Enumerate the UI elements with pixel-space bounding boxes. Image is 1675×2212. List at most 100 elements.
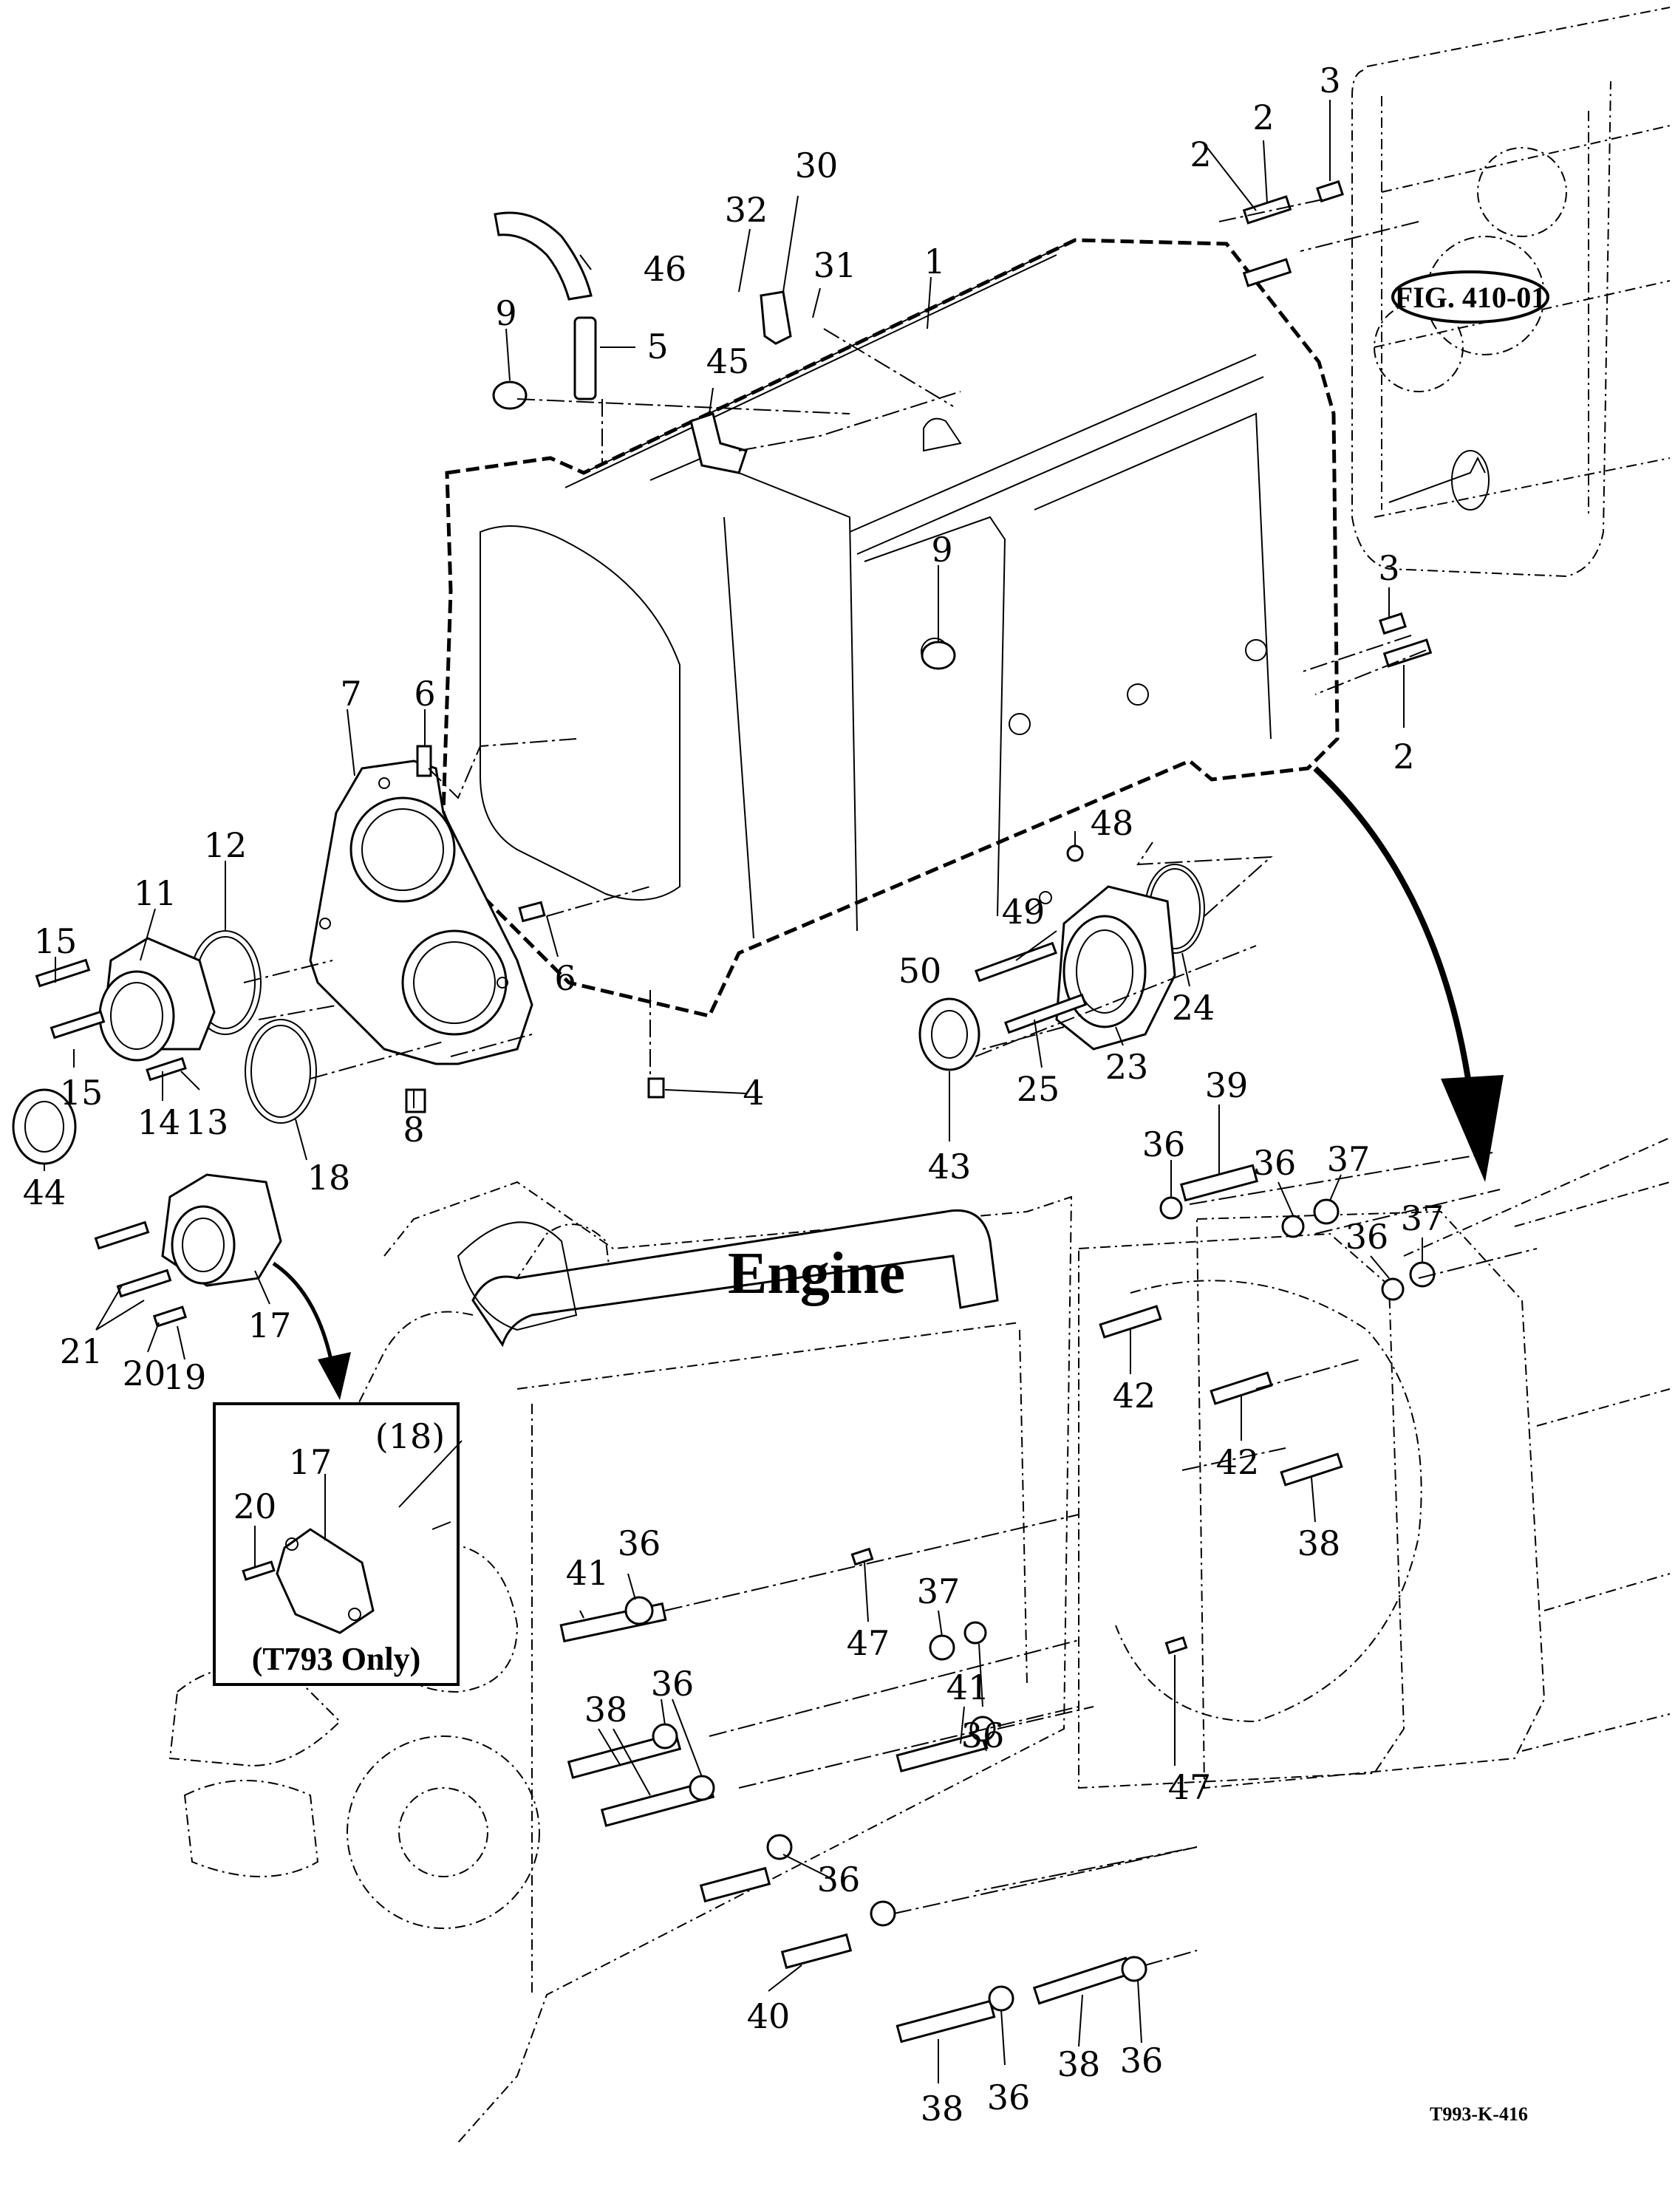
bolt-8 bbox=[405, 1088, 426, 1113]
inset-pointer-arrow bbox=[272, 1261, 351, 1400]
callout-19: 19 bbox=[163, 1357, 207, 1397]
callout-44: 44 bbox=[23, 1172, 66, 1212]
callout-15: 15 bbox=[60, 1073, 103, 1113]
callout-17: 17 bbox=[248, 1305, 292, 1345]
callout-38: 38 bbox=[921, 2089, 964, 2129]
callout-12: 12 bbox=[204, 825, 248, 865]
bolt-38-c bbox=[896, 1999, 996, 2044]
callout-17: 17 bbox=[289, 1442, 332, 1482]
engine-label: Engine bbox=[728, 1241, 905, 1306]
dowel-6-upper bbox=[416, 745, 432, 777]
callout-36: 36 bbox=[1120, 2041, 1164, 2080]
callout-36: 36 bbox=[1253, 1143, 1297, 1183]
callout-13: 13 bbox=[185, 1102, 229, 1142]
callout-43: 43 bbox=[928, 1147, 972, 1187]
seal-43 bbox=[918, 997, 980, 1071]
callout-6: 6 bbox=[554, 958, 576, 998]
callout-38: 38 bbox=[1297, 1523, 1341, 1563]
callout-36: 36 bbox=[1142, 1124, 1186, 1164]
callout-36: 36 bbox=[961, 1716, 1005, 1755]
breather-hose bbox=[494, 211, 597, 400]
callout-48: 48 bbox=[1091, 803, 1134, 843]
drawing-number: T993-K-416 bbox=[1430, 2103, 1528, 2125]
callout-14: 14 bbox=[137, 1102, 181, 1142]
inset-caption: (T793 Only) bbox=[252, 1641, 421, 1677]
bolt-38-a bbox=[567, 1732, 682, 1779]
callout-7: 7 bbox=[340, 674, 361, 714]
bolt-39 bbox=[1180, 1164, 1258, 1202]
callout-20-inset: 20 bbox=[233, 1486, 277, 1526]
callout-32: 32 bbox=[725, 190, 768, 230]
callout-31: 31 bbox=[813, 245, 857, 285]
callout-3: 3 bbox=[1378, 548, 1399, 588]
callout-39: 39 bbox=[1205, 1065, 1249, 1105]
figure-reference-label: FIG. 410-01 bbox=[1395, 281, 1546, 314]
callout-9: 9 bbox=[931, 530, 952, 570]
callout-2: 2 bbox=[1393, 737, 1414, 776]
callout-37: 37 bbox=[1327, 1139, 1371, 1179]
bolt-40-b bbox=[780, 1933, 853, 1970]
plug-9-upper bbox=[492, 380, 528, 410]
center-lines bbox=[243, 199, 1538, 1966]
cover-plate bbox=[309, 759, 533, 1065]
callout-42: 42 bbox=[1113, 1376, 1156, 1416]
cover-housing-17 bbox=[161, 1173, 282, 1287]
callout-38: 38 bbox=[1057, 2044, 1101, 2084]
callout-11: 11 bbox=[134, 873, 177, 913]
callout-49: 49 bbox=[1002, 892, 1045, 932]
rear-bearing-housing bbox=[98, 937, 216, 1062]
callout-6: 6 bbox=[414, 674, 435, 714]
callout-5: 5 bbox=[647, 327, 668, 366]
callout-36: 36 bbox=[987, 2078, 1031, 2117]
plug-9-lower bbox=[921, 641, 956, 670]
callout-41: 41 bbox=[566, 1553, 610, 1593]
callout-30: 30 bbox=[795, 146, 839, 185]
callout-3: 3 bbox=[1319, 61, 1340, 100]
callout-2: 2 bbox=[1190, 134, 1211, 174]
callout-25: 25 bbox=[1017, 1069, 1060, 1109]
callout-40: 40 bbox=[747, 1996, 791, 2036]
callout-37: 37 bbox=[1401, 1198, 1444, 1238]
callout-36: 36 bbox=[817, 1860, 861, 1899]
callout-47: 47 bbox=[1168, 1767, 1212, 1807]
callout-36: 36 bbox=[1345, 1217, 1389, 1257]
callout-15: 15 bbox=[34, 921, 78, 961]
dowel-47-lower bbox=[1164, 1636, 1188, 1655]
callout-36: 36 bbox=[651, 1664, 695, 1704]
callout-2: 2 bbox=[1252, 98, 1274, 137]
drain-plug-4 bbox=[647, 1077, 665, 1099]
leader-lines bbox=[44, 100, 1423, 2083]
o-ring-49 bbox=[1039, 891, 1052, 904]
studs-42-38 bbox=[1099, 1305, 1343, 1486]
callout-4: 4 bbox=[743, 1073, 764, 1113]
callout-47: 47 bbox=[847, 1623, 890, 1663]
plug-48 bbox=[1066, 844, 1084, 862]
dowel-6-lower bbox=[518, 901, 546, 923]
bracket-30 bbox=[760, 290, 792, 345]
callout-24: 24 bbox=[1172, 988, 1215, 1028]
callout-18: 18 bbox=[307, 1158, 351, 1198]
callout-18-inset: (18) bbox=[375, 1416, 445, 1456]
studs-and-dowels bbox=[416, 180, 1433, 1099]
callout-36: 36 bbox=[618, 1523, 661, 1563]
dowel-47-upper bbox=[850, 1547, 874, 1566]
callout-45: 45 bbox=[706, 341, 750, 381]
bolt-40-a bbox=[699, 1866, 771, 1903]
callout-41: 41 bbox=[946, 1667, 990, 1707]
callout-23: 23 bbox=[1105, 1047, 1149, 1087]
callout-42: 42 bbox=[1216, 1442, 1260, 1482]
callout-1: 1 bbox=[924, 242, 945, 281]
callout-21: 21 bbox=[60, 1331, 103, 1371]
callout-50: 50 bbox=[898, 951, 942, 991]
engine-intake-pipe bbox=[457, 1209, 999, 1348]
callout-20: 20 bbox=[123, 1354, 166, 1393]
callout-37: 37 bbox=[917, 1571, 961, 1611]
bell-housing-phantom bbox=[1078, 1137, 1671, 1789]
assembly-arrow bbox=[1313, 766, 1504, 1182]
callout-8: 8 bbox=[403, 1110, 424, 1150]
callout-9: 9 bbox=[495, 293, 516, 333]
fig-410-01-reference: FIG. 410-01 bbox=[1391, 270, 1549, 324]
front-bearing-housing bbox=[1055, 885, 1176, 1051]
